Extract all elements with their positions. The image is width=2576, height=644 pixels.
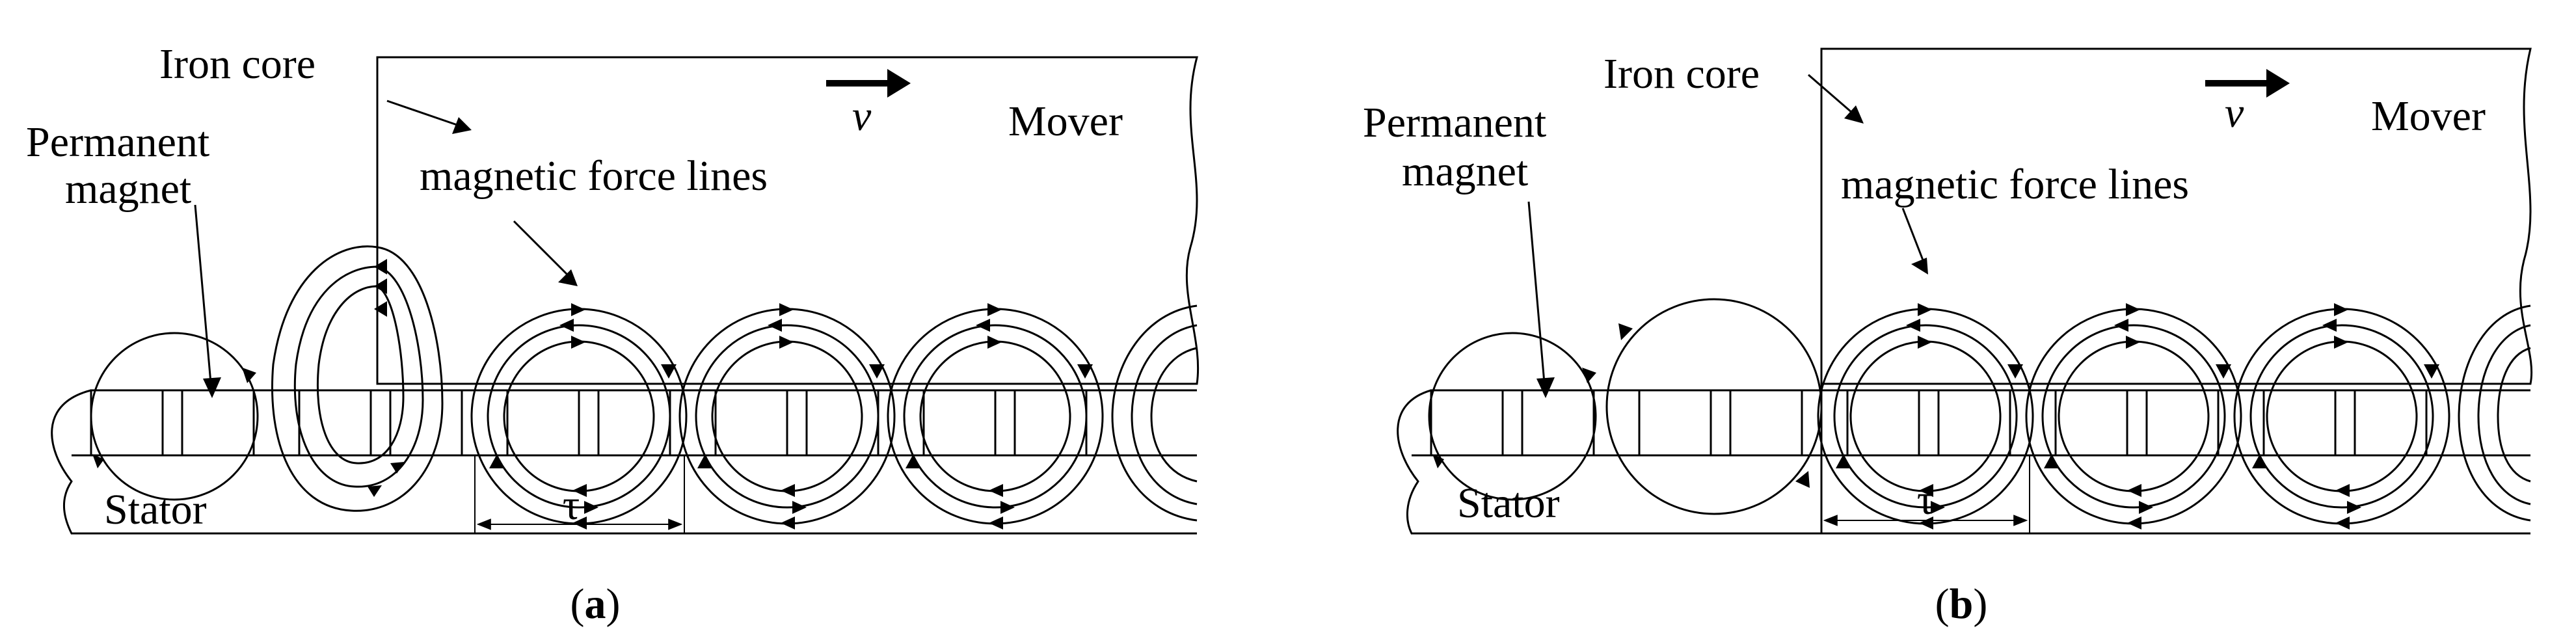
stator-body bbox=[51, 389, 1197, 535]
stator-teeth bbox=[1430, 389, 2428, 457]
velocity-label: v bbox=[2225, 89, 2244, 137]
panel-b: τ Iron core v Mover Permanent magnet mag… bbox=[1363, 47, 2533, 628]
permanent-magnet-flux-circle bbox=[90, 332, 259, 501]
magnetic-force-lines-pointer bbox=[1901, 208, 1927, 267]
stator-teeth bbox=[90, 389, 1088, 457]
mover-block bbox=[376, 56, 1200, 385]
permanent-magnet-pointer bbox=[194, 204, 213, 391]
magnetic-force-lines-label: magnetic force lines bbox=[420, 152, 768, 200]
permanent-label: Permanent bbox=[1363, 99, 1546, 146]
iron-core-pointer bbox=[1808, 74, 1858, 118]
stator-label: Stator bbox=[104, 486, 207, 533]
caption-b: (b) bbox=[1935, 580, 1988, 628]
pole-pitch-label: τ bbox=[563, 481, 580, 529]
flux-loop-oval bbox=[271, 245, 444, 512]
panel-a: τ Iron core v Mover Permanent magnet mag… bbox=[26, 40, 1200, 628]
stator-body bbox=[1397, 389, 2530, 535]
permanent-magnet-pointer bbox=[1527, 201, 1546, 391]
iron-core-label: Iron core bbox=[1603, 50, 1760, 98]
permanent-label: Permanent bbox=[26, 118, 209, 166]
iron-core-label: Iron core bbox=[159, 40, 315, 88]
magnet-label: magnet bbox=[1402, 148, 1528, 195]
flux-direction-arrows-a bbox=[489, 303, 1093, 530]
velocity-label: v bbox=[852, 92, 872, 140]
pole-pitch-label: τ bbox=[1917, 476, 1935, 524]
mover-block bbox=[1820, 47, 2533, 385]
caption-a: (a) bbox=[570, 580, 621, 628]
mover-label: Mover bbox=[2371, 92, 2486, 140]
mover-label: Mover bbox=[1008, 98, 1123, 145]
permanent-magnet-flux-circle bbox=[1428, 332, 1597, 501]
magnetic-force-lines-pointer bbox=[513, 220, 574, 281]
magnet-label: magnet bbox=[65, 165, 191, 213]
flux-loop-transition bbox=[1605, 298, 1823, 515]
stator-label: Stator bbox=[1457, 479, 1560, 527]
magnetic-force-lines-label: magnetic force lines bbox=[1841, 161, 2189, 208]
iron-core-pointer bbox=[386, 100, 469, 130]
